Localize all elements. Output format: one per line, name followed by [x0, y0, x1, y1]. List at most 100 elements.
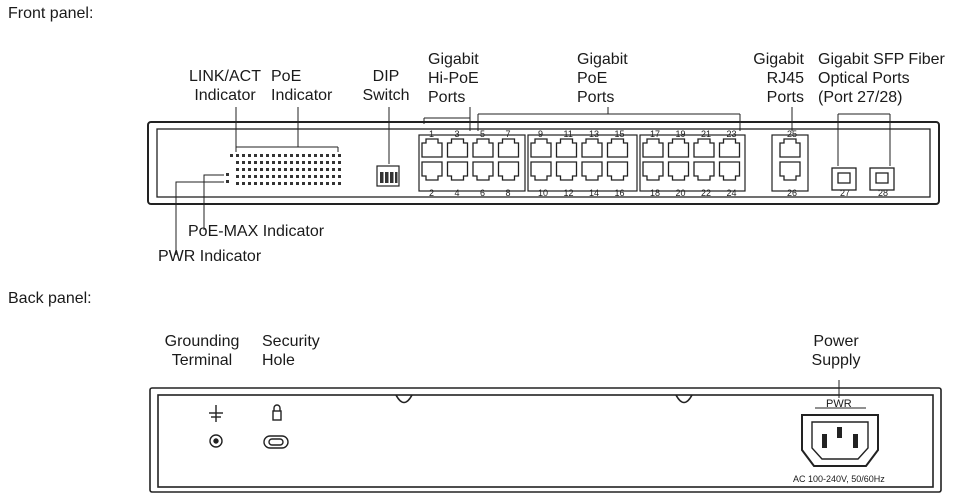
led-indicator: [236, 154, 239, 157]
port-number: 16: [615, 188, 625, 198]
rj45-port: [779, 138, 801, 158]
led-indicator: [254, 175, 257, 178]
back-panel-title: Back panel:: [8, 290, 92, 307]
port-number: 18: [650, 188, 660, 198]
rj45-port: [446, 138, 469, 158]
power-supply-connector: [801, 380, 879, 467]
led-indicator: [290, 154, 293, 157]
led-indicator: [254, 168, 257, 171]
led-indicator: [314, 182, 317, 185]
led-indicator: [320, 182, 323, 185]
rj45-port: [642, 138, 664, 158]
port-number: 14: [589, 188, 599, 198]
rj45-port: [472, 138, 494, 158]
led-indicator: [326, 182, 329, 185]
led-indicator: [242, 182, 245, 185]
port-number: 17: [650, 129, 660, 139]
led-indicator: [266, 154, 269, 157]
rj45-port: [472, 161, 494, 181]
grounding-terminal: [209, 405, 223, 448]
led-indicator: [290, 175, 293, 178]
led-indicator: [260, 161, 263, 164]
port-number: 15: [615, 129, 625, 139]
led-indicator: [296, 175, 299, 178]
rj45-port: [555, 161, 578, 181]
rj45-port: [606, 138, 629, 158]
front-panel-title: Front panel:: [8, 5, 94, 22]
led-indicator: [248, 161, 251, 164]
port-number: 26: [787, 188, 797, 198]
led-indicator: [302, 175, 305, 178]
led-indicator: [284, 175, 287, 178]
led-indicator: [308, 182, 311, 185]
port-number: 13: [589, 129, 599, 139]
led-indicator: [284, 168, 287, 171]
rj45-port: [497, 138, 520, 158]
led-indicator: [308, 175, 311, 178]
led-indicator: [254, 182, 257, 185]
port-number: 19: [676, 129, 686, 139]
led-indicator: [290, 161, 293, 164]
link-act-indicator-label: LINK/ACT Indicator: [188, 68, 261, 104]
rj45-port: [779, 161, 801, 181]
rj45-port: [446, 161, 469, 181]
poe-max-indicator-label: PoE-MAX Indicator: [188, 223, 325, 240]
led-indicator: [236, 168, 239, 171]
rj45-port: [606, 161, 629, 181]
led-indicator: [302, 168, 305, 171]
rj45-port: [581, 161, 603, 181]
port-number: 4: [455, 188, 460, 198]
led-indicator: [308, 168, 311, 171]
port-number: 27: [840, 188, 850, 198]
led-indicator: [248, 168, 251, 171]
led-indicator: [338, 161, 341, 164]
led-indicator: [278, 175, 281, 178]
status-led: [226, 180, 229, 183]
rj45-port: [693, 138, 715, 158]
power-supply-label: Power Supply: [811, 333, 861, 369]
security-hole: [263, 404, 289, 449]
led-indicator: [296, 168, 299, 171]
port-number: 22: [701, 188, 711, 198]
rj45-port: [497, 161, 520, 181]
hi-poe-ports-label: Gigabit Hi-PoE Ports: [428, 51, 479, 106]
led-indicator: [314, 161, 317, 164]
led-indicator: [260, 168, 263, 171]
led-indicator: [302, 154, 305, 157]
grounding-terminal-label: Grounding Terminal: [164, 333, 240, 369]
port-number: 6: [480, 188, 485, 198]
rj45-port: [421, 161, 443, 181]
led-indicator: [272, 175, 275, 178]
led-indicator: [266, 182, 269, 185]
led-indicator: [266, 161, 269, 164]
led-indicator: [284, 182, 287, 185]
sfp-ports: [831, 167, 895, 191]
port-number: 2: [429, 188, 434, 198]
port-number: 12: [564, 188, 574, 198]
led-indicator: [332, 182, 335, 185]
led-indicator: [242, 161, 245, 164]
led-indicator: [236, 182, 239, 185]
led-indicator: [338, 154, 341, 157]
poe-indicator-label: PoE Indicator: [271, 68, 333, 104]
rj45-ports-label: Gigabit RJ45 Ports: [753, 51, 804, 106]
port-number: 21: [701, 129, 711, 139]
led-indicator: [290, 168, 293, 171]
port-number: 8: [506, 188, 511, 198]
led-indicator: [320, 168, 323, 171]
led-indicator: [326, 175, 329, 178]
led-indicator: [338, 168, 341, 171]
led-indicator: [332, 154, 335, 157]
led-indicator: [242, 154, 245, 157]
led-indicator: [230, 154, 233, 157]
led-indicator: [302, 161, 305, 164]
led-indicator: [248, 154, 251, 157]
led-indicator: [272, 182, 275, 185]
led-indicator: [260, 175, 263, 178]
led-indicator: [326, 161, 329, 164]
port-number: 9: [538, 129, 543, 139]
led-indicator: [260, 182, 263, 185]
rj45-port: [667, 161, 690, 181]
